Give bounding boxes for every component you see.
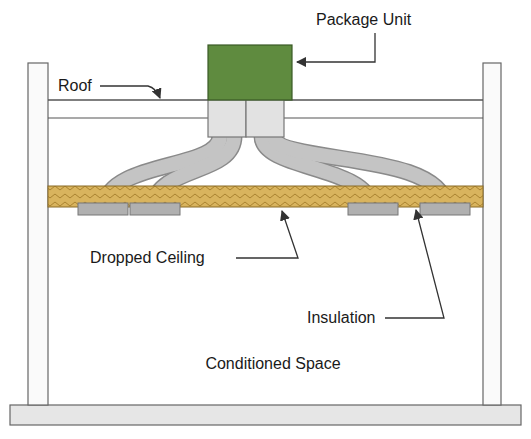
left-wall [28, 63, 48, 405]
label: Roof [56, 76, 94, 95]
ground-slab [10, 405, 521, 425]
right-wall [483, 63, 501, 405]
package-unit [208, 45, 292, 100]
leader-lines [100, 33, 444, 318]
diffusers [78, 203, 470, 215]
label: Conditioned Space [203, 354, 342, 373]
label: Package Unit [314, 10, 413, 29]
label: Dropped Ceiling [88, 248, 207, 267]
label: Insulation [305, 308, 378, 327]
duct-collar [208, 100, 246, 137]
duct-collar [246, 100, 284, 137]
